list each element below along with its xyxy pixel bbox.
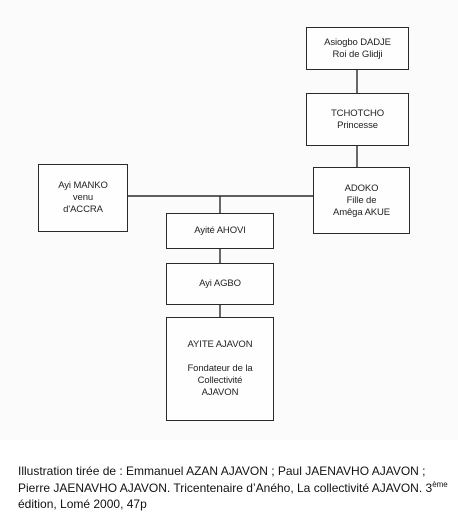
node-adoko-line3: Amêga AKUE: [332, 206, 391, 218]
node-cadjie-name: Asiogbo DADJE: [324, 36, 391, 48]
node-tchotcho-name: TCHOTCHO: [330, 107, 385, 119]
node-ajavon-name: AYITE AJAVON: [187, 339, 253, 350]
diagram-scan: Asiogbo DADJE Roi de Glidji TCHOTCHO Pri…: [38, 27, 410, 421]
node-manko-line2: venu: [72, 192, 94, 203]
node-ajavon-line3: Collectivité: [197, 375, 243, 386]
node-ajavon: AYITE AJAVON Fondateur de la Collectivit…: [166, 317, 274, 421]
node-adoko-name: ADOKO: [344, 182, 379, 194]
node-manko-line3: d'ACCRA: [63, 204, 103, 215]
caption-superscript: ème: [432, 479, 448, 489]
connector-lines: [128, 70, 358, 317]
node-ahovi: Ayité AHOVI: [166, 213, 274, 249]
node-manko: Ayi MANKO venu d'ACCRA: [38, 164, 128, 232]
node-tchotcho: TCHOTCHO Princesse: [306, 93, 409, 146]
node-ajavon-line4: AJAVON: [201, 387, 239, 398]
node-adoko-line2: Fille de: [346, 194, 377, 206]
node-tchotcho-title: Princesse: [337, 119, 378, 131]
figure-caption: Illustration tirée de : Emmanuel AZAN AJ…: [18, 463, 448, 513]
node-cadjie: Asiogbo DADJE Roi de Glidji: [306, 27, 409, 70]
caption-text-1: Illustration tirée de : Emmanuel AZAN AJ…: [18, 464, 433, 495]
node-adoko: ADOKO Fille de Amêga AKUE: [313, 167, 410, 234]
node-agbo-name: Ayi AGBO: [199, 278, 241, 289]
caption-text-2: édition, Lomé 2000, 47p: [18, 497, 147, 511]
node-ajavon-line2: Fondateur de la: [187, 363, 253, 374]
node-agbo: Ayi AGBO: [166, 263, 274, 305]
node-ahovi-name: Ayité AHOVI: [194, 225, 246, 236]
node-manko-name: Ayi MANKO: [58, 180, 108, 191]
node-cadjie-title: Roi de Glidji: [332, 48, 383, 60]
